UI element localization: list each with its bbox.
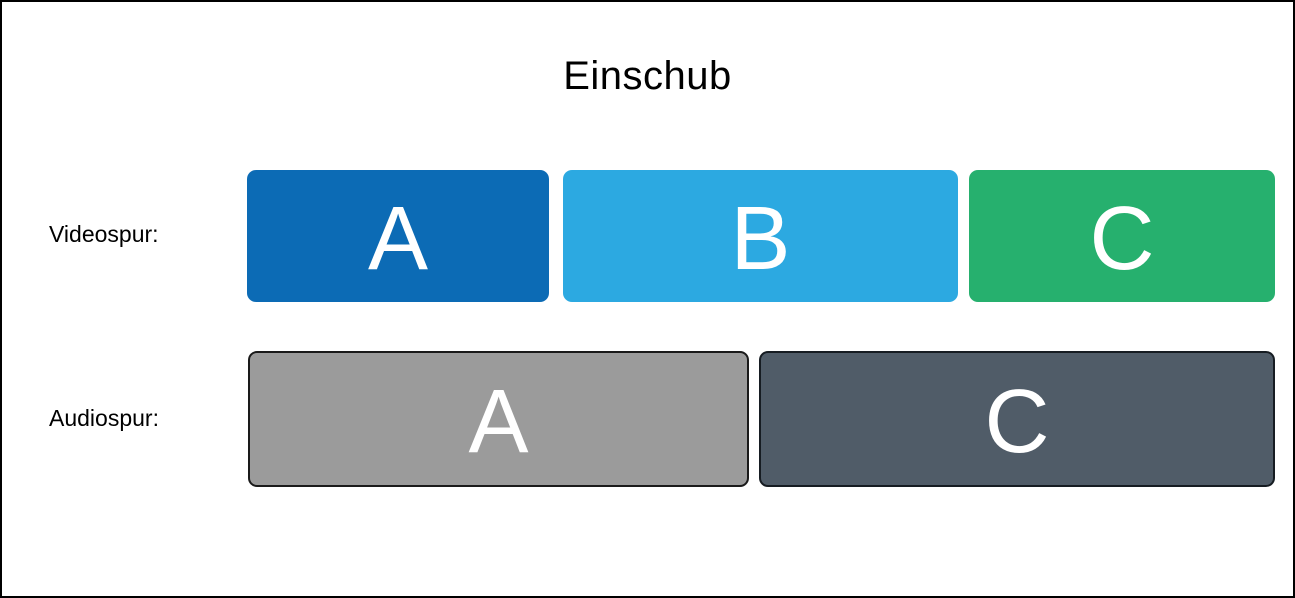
video-segment-c: C bbox=[969, 170, 1275, 302]
video-segment-b: B bbox=[563, 170, 958, 302]
audio-segment-a-letter: A bbox=[468, 372, 529, 472]
video-segment-a: A bbox=[247, 170, 549, 302]
audio-track-label: Audiospur: bbox=[49, 404, 159, 431]
video-segment-a-letter: A bbox=[367, 189, 429, 289]
diagram-title: Einschub bbox=[563, 54, 732, 98]
audio-segment-a: A bbox=[248, 351, 749, 487]
video-segment-c-letter: C bbox=[1089, 189, 1155, 289]
audio-segment-c: C bbox=[759, 351, 1275, 487]
video-segment-b-letter: B bbox=[730, 189, 791, 289]
audio-segment-c-letter: C bbox=[984, 372, 1050, 472]
video-track-label: Videospur: bbox=[49, 220, 159, 247]
